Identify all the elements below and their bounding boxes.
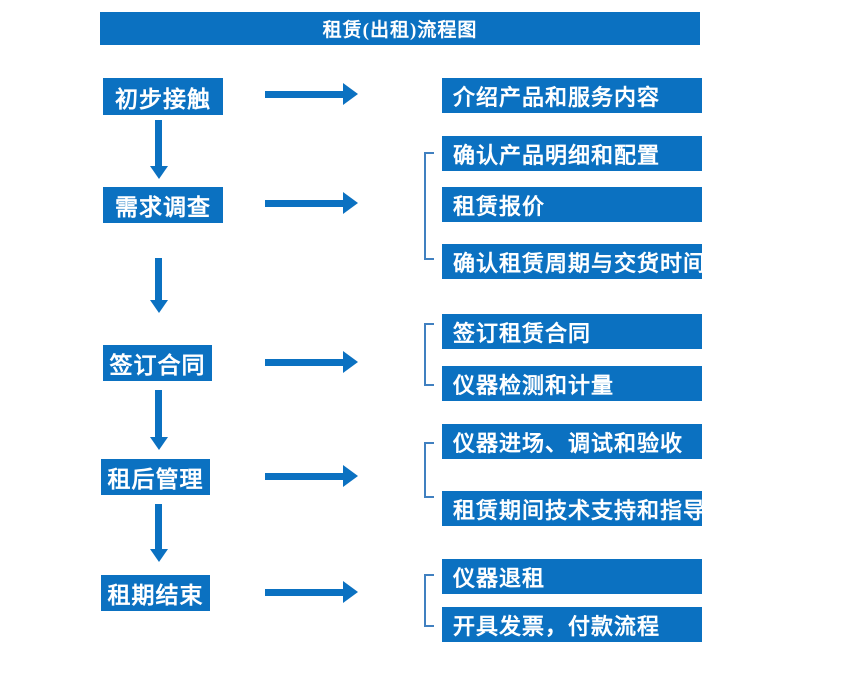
down-arrow-1-shaft xyxy=(155,120,162,166)
down-arrow-4 xyxy=(149,504,168,562)
right-arrow-2 xyxy=(265,192,358,214)
right-arrow-2-head-icon xyxy=(343,192,358,214)
detail-box-sign-rental-contract: 签订租赁合同 xyxy=(442,314,702,349)
right-arrow-2-shaft xyxy=(265,199,343,207)
detail-box-invoice-payment-process: 开具发票，付款流程 xyxy=(442,607,702,642)
detail-box-confirm-product-details-config: 确认产品明细和配置 xyxy=(442,136,702,171)
down-arrow-1-head-icon xyxy=(149,166,168,179)
detail-box-technical-support-during-rental: 租赁期间技术支持和指导 xyxy=(442,491,705,526)
detail-box-introduce-products-services: 介绍产品和服务内容 xyxy=(442,78,702,113)
down-arrow-3-head-icon xyxy=(149,437,168,450)
right-arrow-5-shaft xyxy=(265,588,343,596)
right-arrow-3-shaft xyxy=(265,358,343,366)
step-box-sign-contract: 签订合同 xyxy=(103,345,212,381)
right-arrow-1-shaft xyxy=(265,90,343,98)
detail-box-instrument-return: 仪器退租 xyxy=(442,559,702,594)
right-arrow-5 xyxy=(265,581,358,603)
down-arrow-3 xyxy=(149,390,168,450)
right-arrow-5-head-icon xyxy=(343,581,358,603)
detail-box-rental-quotation: 租赁报价 xyxy=(442,187,702,222)
bracket-sign-contract-group xyxy=(424,323,434,386)
step-box-initial-contact: 初步接触 xyxy=(103,78,223,115)
down-arrow-2-shaft xyxy=(155,258,162,300)
step-box-post-rental-management: 租后管理 xyxy=(101,459,210,495)
right-arrow-3 xyxy=(265,351,358,373)
right-arrow-4-shaft xyxy=(265,472,343,480)
right-arrow-3-head-icon xyxy=(343,351,358,373)
down-arrow-4-shaft xyxy=(155,504,162,549)
right-arrow-4 xyxy=(265,465,358,487)
step-box-rental-end: 租期结束 xyxy=(101,575,210,611)
down-arrow-2-head-icon xyxy=(149,300,168,313)
right-arrow-1-head-icon xyxy=(343,83,358,105)
down-arrow-2 xyxy=(149,258,168,313)
right-arrow-1 xyxy=(265,83,358,105)
down-arrow-3-shaft xyxy=(155,390,162,437)
step-box-demand-survey: 需求调查 xyxy=(103,187,223,223)
detail-box-confirm-rental-period-delivery: 确认租赁周期与交货时间 xyxy=(442,244,705,279)
detail-box-instrument-testing-measurement: 仪器检测和计量 xyxy=(442,366,702,401)
flowchart-title: 租赁(出租)流程图 xyxy=(100,12,700,45)
bracket-rental-end-group xyxy=(424,574,434,627)
bracket-demand-survey-group xyxy=(424,152,434,260)
right-arrow-4-head-icon xyxy=(343,465,358,487)
down-arrow-1 xyxy=(149,120,168,179)
detail-box-instrument-entry-commissioning-acceptance: 仪器进场、调试和验收 xyxy=(442,424,702,459)
down-arrow-4-head-icon xyxy=(149,549,168,562)
bracket-post-rental-group xyxy=(424,442,434,498)
